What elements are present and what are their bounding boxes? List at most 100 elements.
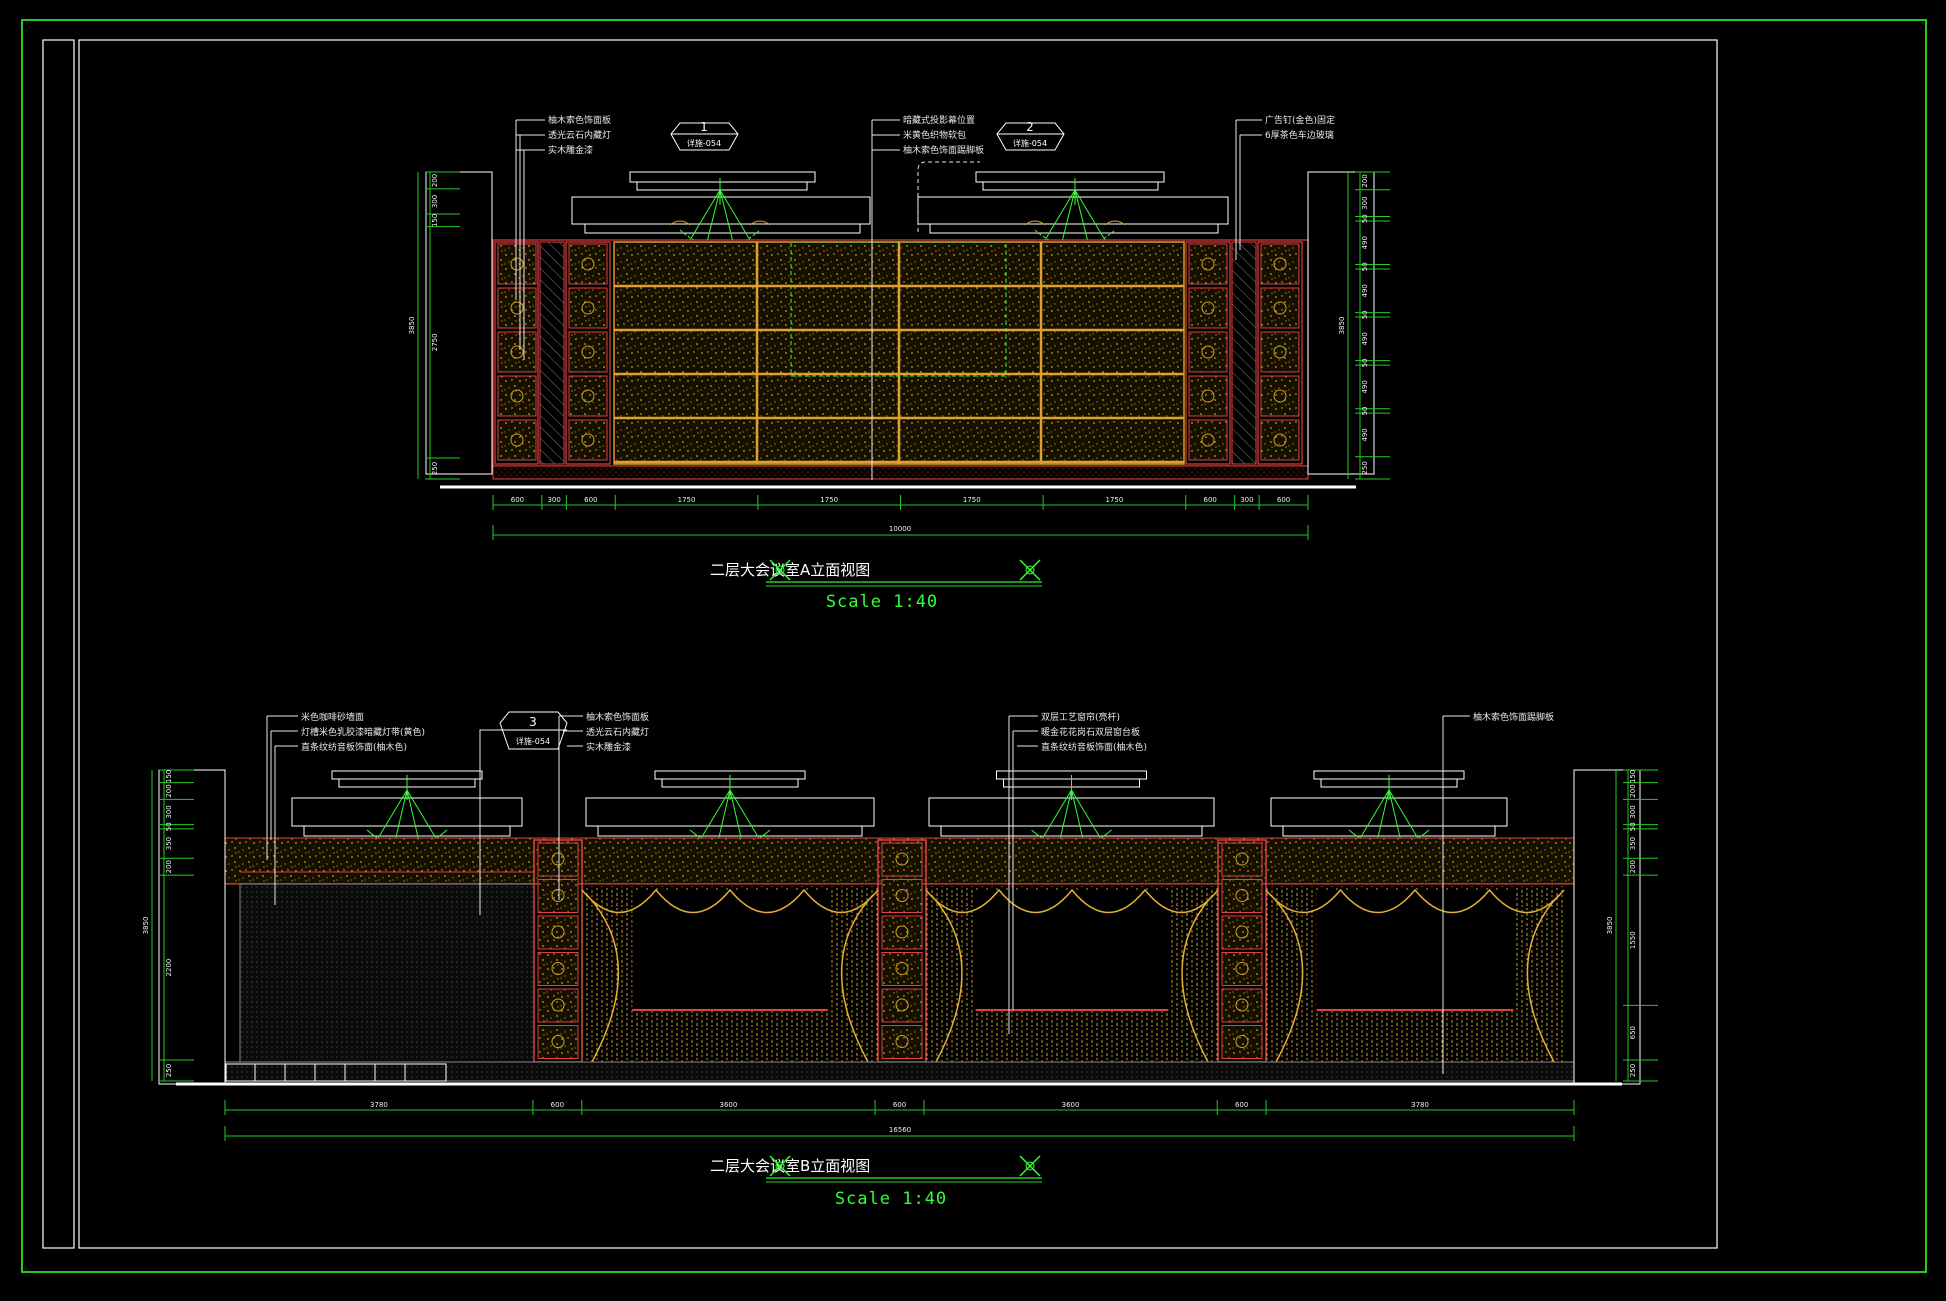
notes-b-2-leaders — [558, 715, 583, 900]
pillar-tile — [1260, 243, 1300, 285]
dim-a-label: 1750 — [1106, 496, 1124, 504]
ceiling-soffit — [1270, 797, 1508, 827]
dim-a-right-label: 490 — [1361, 236, 1369, 249]
dim-a-label: 1750 — [963, 496, 981, 504]
notes-b-1-leaders — [266, 715, 298, 905]
dim-b-left-label: 50 — [165, 822, 173, 831]
dim-a-label: 1750 — [678, 496, 696, 504]
pillar-tile — [1188, 419, 1228, 461]
dim-a-right-label: 50 — [1361, 406, 1369, 415]
pillar-tiles-a — [497, 243, 1300, 461]
pillar-tile — [1221, 952, 1263, 986]
pillar-tile — [497, 375, 537, 417]
medallion-icon — [895, 1035, 909, 1048]
pillar-a-left — [494, 241, 611, 465]
ceiling-profiles-b — [291, 770, 1508, 851]
medallion-icon — [1273, 389, 1287, 403]
callout-3[interactable]: 3 详施-054 — [499, 711, 568, 750]
pillar-tile — [1221, 842, 1263, 877]
window-opening — [632, 890, 828, 1010]
pillar-tile — [1188, 287, 1228, 329]
callout-3-leader — [479, 729, 500, 915]
fabric-panel-grid — [614, 242, 1184, 464]
medallion-icon — [895, 925, 909, 939]
callout-3-ref: 详施-054 — [516, 736, 550, 746]
dim-b-label: 3600 — [1062, 1101, 1080, 1109]
note-b-1-1: 米色咖啡砂墙面 — [301, 711, 364, 723]
title-b: 二层大会议室B立面视图 — [710, 1157, 870, 1175]
curtain-drape — [1270, 894, 1560, 1063]
pillar-tile — [568, 287, 608, 329]
ceiling-soffit — [291, 797, 523, 827]
ceiling-profile-a-left — [571, 171, 871, 234]
note-a-left-3: 实木雕金漆 — [548, 144, 593, 156]
pillar-tile — [497, 287, 537, 329]
pillar-tile — [1188, 331, 1228, 373]
dim-a-label: 1750 — [820, 496, 838, 504]
medallion-icon — [1235, 998, 1249, 1012]
dim-b-left-label: 200 — [165, 784, 173, 797]
notes-b-4-leaders — [1442, 715, 1470, 1074]
pillar-tile — [1260, 287, 1300, 329]
note-b-2-1: 柚木索色饰面板 — [586, 711, 649, 723]
pillar-tile — [1221, 915, 1263, 950]
medallion-icon — [895, 998, 909, 1012]
callout-2[interactable]: 2 详施-054 — [996, 120, 1065, 151]
medallion-icon — [510, 345, 524, 359]
pillar-tile — [497, 419, 537, 461]
medallion-icon — [1235, 925, 1249, 939]
chandelier-icon — [689, 775, 771, 851]
medallion-icon — [1273, 257, 1287, 271]
dim-a-left-label: 200 — [431, 174, 439, 187]
pillar-tile — [1260, 419, 1300, 461]
medallion-icon — [551, 852, 565, 866]
pillar-tile — [881, 915, 923, 950]
elevation-b: 3 详施-054 米色咖啡砂墙面 灯槽米色乳胶漆暗藏灯带(黄色) 直条纹纺音板饰… — [142, 711, 1658, 1209]
dim-b-label: 600 — [551, 1101, 564, 1109]
dim-b-right-label: 150 — [1629, 770, 1637, 783]
medallion-icon — [581, 345, 595, 359]
pillar-tile — [568, 331, 608, 373]
medallion-icon — [581, 257, 595, 271]
dim-a-right-label: 300 — [1361, 196, 1369, 209]
dim-a-label: 600 — [1204, 496, 1217, 504]
note-b-3-2: 暖金花花岗石双层窗台板 — [1041, 726, 1140, 738]
curtain-valance — [581, 888, 879, 914]
dim-a-right-label: 50 — [1361, 358, 1369, 367]
curtain-valance — [925, 888, 1219, 914]
bench-legs — [254, 1064, 406, 1081]
callout-1-number: 1 — [700, 120, 708, 134]
dim-a-right-total: 3850 — [1338, 317, 1346, 335]
curtains-b — [581, 886, 1565, 1063]
side-return-b-right — [1573, 769, 1641, 1085]
dim-b-left-label: 200 — [165, 860, 173, 873]
medallion-icon — [1235, 962, 1249, 975]
medallion-icon — [551, 962, 565, 975]
medallion-icon — [895, 852, 909, 866]
dim-a-label: 300 — [547, 496, 560, 504]
note-b-2-3: 实木雕金漆 — [586, 741, 631, 753]
dim-b-label: 3600 — [720, 1101, 738, 1109]
dim-b-left-label: 300 — [165, 805, 173, 818]
dim-b-right-label: 50 — [1629, 822, 1637, 831]
dim-a-left-total: 3850 — [408, 317, 416, 335]
notes-a-left — [515, 119, 545, 360]
medallion-icon — [895, 889, 909, 902]
callout-1[interactable]: 1 详施-054 — [670, 120, 739, 151]
pillar-tile — [537, 988, 579, 1023]
medallion-icon — [510, 389, 524, 403]
pillar-tile — [1188, 375, 1228, 417]
medallion-icon — [1201, 257, 1215, 271]
pillar-tile — [881, 1025, 923, 1059]
dim-b-right-label: 1550 — [1629, 931, 1637, 949]
note-a-center-1: 暗藏式投影幕位置 — [903, 114, 975, 126]
medallion-icon — [1201, 301, 1215, 315]
dim-a-right-label: 50 — [1361, 214, 1369, 223]
baseboard-a — [492, 465, 1309, 480]
